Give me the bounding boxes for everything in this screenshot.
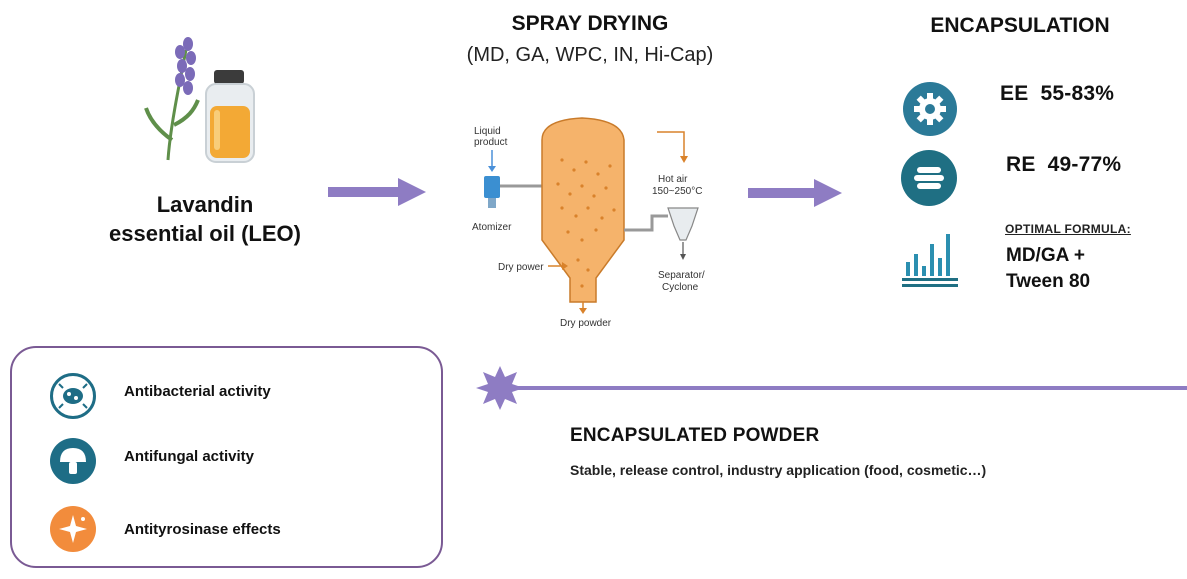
optimal-formula-label: OPTIMAL FORMULA: — [1005, 222, 1131, 236]
sparkle-icon — [50, 506, 96, 552]
arrow-right-icon — [328, 178, 426, 206]
separator-label-2: Cyclone — [662, 282, 699, 293]
return-arrow — [476, 366, 1187, 410]
spray-dryer-diagram: Liquid product Atomizer Hot air 150~250°… — [462, 100, 732, 330]
separator-label-1: Separator/ — [658, 270, 705, 281]
ee-label: EE — [1000, 82, 1029, 105]
leo-label-line1: Lavandin — [156, 192, 254, 217]
dry-power-label: Dry power — [498, 262, 544, 273]
atomizer-icon — [484, 176, 500, 198]
hot-air-label-1: Hot air — [658, 174, 688, 185]
drying-chamber — [541, 117, 625, 303]
cyclone-icon — [667, 207, 699, 241]
re-label: RE — [1006, 153, 1036, 176]
bacteria-icon — [50, 373, 96, 419]
powder-description: Stable, release control, industry applic… — [570, 462, 987, 478]
activity-label-antibacterial: Antibacterial activity — [124, 383, 271, 400]
spray-drying-subtitle: (MD, GA, WPC, IN, Hi-Cap) — [466, 44, 714, 66]
atomizer-label: Atomizer — [472, 222, 512, 233]
layers-icon — [901, 150, 957, 206]
arrow-right-icon — [748, 179, 842, 207]
mushroom-icon — [50, 438, 96, 484]
dry-powder-label: Dry powder — [560, 318, 612, 329]
lavandin-illustration — [128, 30, 278, 170]
hot-air-label-2: 150~250°C — [652, 186, 702, 197]
gear-icon — [903, 82, 957, 136]
spray-drying-title: SPRAY DRYING — [511, 12, 669, 35]
leo-label: Lavandin essential oil (LEO) — [80, 190, 330, 248]
liquid-product-label-2: product — [474, 137, 508, 148]
formula-text: MD/GA + Tween 80 — [1006, 243, 1090, 295]
ee-value: 55-83% — [1040, 82, 1115, 105]
formula-line2: Tween 80 — [1006, 271, 1091, 292]
activities-box — [10, 346, 443, 568]
re-value: 49-77% — [1047, 153, 1122, 176]
powder-title: ENCAPSULATED POWDER — [570, 425, 820, 446]
encapsulation-title: ENCAPSULATION — [930, 14, 1110, 37]
lavender-bottle-icon — [144, 37, 255, 163]
re-metric: RE 49-77% — [1006, 153, 1121, 177]
liquid-product-label-1: Liquid — [474, 126, 501, 137]
ee-metric: EE 55-83% — [1000, 82, 1114, 106]
activity-label-antifungal: Antifungal activity — [124, 448, 255, 465]
formula-line1: MD/GA + — [1006, 245, 1085, 266]
star-burst-icon — [476, 366, 524, 410]
bar-chart-icon — [902, 234, 958, 287]
activity-label-antityrosinase: Antityrosinase effects — [124, 521, 281, 538]
leo-label-line2: essential oil (LEO) — [109, 221, 301, 246]
